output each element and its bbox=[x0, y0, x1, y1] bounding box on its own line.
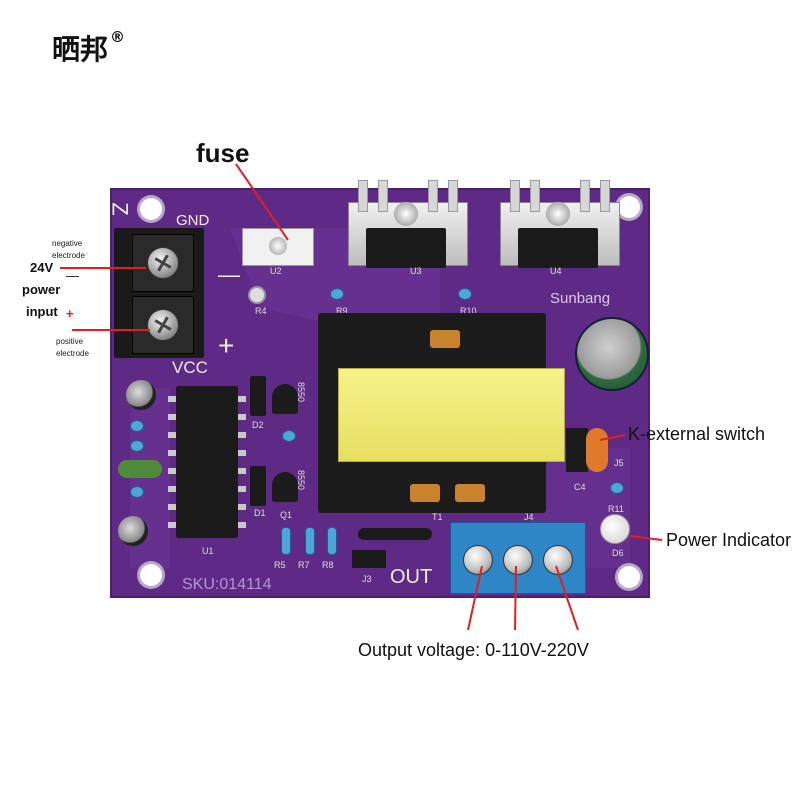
output-terminal-block bbox=[450, 522, 586, 594]
led-d6 bbox=[600, 514, 630, 544]
callout-negative-electrode: negative electrode bbox=[52, 238, 102, 262]
terminal-positive bbox=[132, 296, 194, 354]
silk-r7: R7 bbox=[298, 560, 310, 570]
silk-j5: J5 bbox=[614, 458, 624, 468]
silk-j3: J3 bbox=[362, 574, 372, 584]
coil-bottom-right bbox=[455, 484, 485, 502]
fuse-holder bbox=[242, 228, 314, 266]
silk-vcc: VCC bbox=[172, 358, 208, 377]
silk-r10: R10 bbox=[460, 306, 477, 316]
header-j3 bbox=[352, 550, 386, 568]
ic-u1 bbox=[168, 386, 246, 538]
mounting-hole-bottom-left bbox=[140, 564, 162, 586]
silk-out: OUT bbox=[390, 566, 433, 588]
screw-icon bbox=[503, 545, 533, 575]
silk-d2: D2 bbox=[252, 420, 264, 430]
silk-d6: D6 bbox=[612, 548, 624, 558]
transformer-core bbox=[338, 368, 565, 462]
screw-icon bbox=[394, 202, 418, 226]
silk-d1: D1 bbox=[254, 508, 266, 518]
screw-icon bbox=[147, 247, 179, 279]
silk-u3: U3 bbox=[410, 266, 422, 276]
silk-plus: + bbox=[218, 330, 235, 361]
mounting-hole-top-right bbox=[618, 196, 640, 218]
silk-j4: J4 bbox=[524, 512, 534, 522]
resistor-r10 bbox=[458, 288, 472, 300]
callout-negative-sign: — bbox=[66, 268, 79, 283]
cap-blue-3 bbox=[130, 486, 144, 498]
resistor-r9 bbox=[330, 288, 344, 300]
silk-sunbang: Sunbang bbox=[550, 290, 611, 307]
input-terminal-block bbox=[114, 228, 204, 358]
silk-sku: SKU:014114 bbox=[182, 576, 272, 593]
mounting-hole-top-left bbox=[140, 198, 162, 220]
silk-r8: R8 bbox=[322, 560, 334, 570]
callout-fuse: fuse bbox=[196, 138, 250, 168]
screw-icon bbox=[546, 202, 570, 226]
callout-output-voltage: Output voltage: 0-110V-220V bbox=[358, 640, 589, 660]
coil-bottom-left bbox=[410, 484, 440, 502]
cap-blue-1 bbox=[130, 420, 144, 432]
callout-positive-electrode: positive electrode bbox=[56, 336, 104, 360]
fuse-icon bbox=[269, 237, 287, 255]
brand-name: 晒邦 bbox=[52, 33, 109, 66]
capacitor-left-top bbox=[126, 380, 156, 410]
silk-u4: U4 bbox=[550, 266, 562, 276]
silk-r9: R9 bbox=[336, 306, 348, 316]
cap-blue-2 bbox=[130, 440, 144, 452]
brand-logo: 晒邦® bbox=[52, 28, 125, 68]
electrolytic-capacitor bbox=[575, 317, 649, 391]
transistor-8550-b bbox=[272, 472, 298, 502]
callout-positive-sign: + bbox=[66, 306, 74, 321]
registered-mark: ® bbox=[110, 28, 126, 46]
silk-r5: R5 bbox=[274, 560, 286, 570]
diode-d7 bbox=[358, 528, 432, 540]
callout-power-indicator: Power Indicator bbox=[666, 530, 792, 550]
silk-c4: C4 bbox=[574, 482, 586, 492]
capacitor-left-bottom bbox=[118, 516, 148, 546]
screw-icon bbox=[463, 545, 493, 575]
callout-external-switch: K-external switch bbox=[628, 424, 766, 444]
transistor-8550-a bbox=[272, 384, 298, 414]
silk-u2: U2 bbox=[270, 266, 282, 276]
coil-top-left bbox=[430, 330, 460, 348]
silk-minus: — bbox=[218, 262, 240, 287]
test-pad bbox=[248, 286, 266, 304]
film-capacitor bbox=[118, 460, 162, 478]
negative-text: negative electrode bbox=[52, 239, 85, 260]
diode-d2 bbox=[250, 376, 266, 416]
silk-u1: U1 bbox=[202, 546, 214, 556]
callout-input: input bbox=[26, 304, 58, 319]
callout-power: power bbox=[22, 282, 61, 297]
mounting-hole-bottom-right bbox=[618, 566, 640, 588]
silk-gnd: GND bbox=[176, 212, 210, 229]
silk-q1: Q1 bbox=[280, 510, 293, 520]
silk-r4: R4 bbox=[255, 306, 267, 316]
positive-text: positive electrode bbox=[56, 337, 89, 358]
diode-d1 bbox=[250, 466, 266, 506]
callout-24v: 24V bbox=[30, 260, 54, 275]
terminal-negative bbox=[132, 234, 194, 292]
screw-icon bbox=[147, 309, 179, 341]
silk-t1: T1 bbox=[432, 512, 443, 522]
resistor-mid bbox=[282, 430, 296, 442]
switch-header-j5 bbox=[566, 428, 588, 472]
silk-r11: R11 bbox=[608, 504, 624, 514]
resistor-near-j5 bbox=[610, 482, 624, 494]
